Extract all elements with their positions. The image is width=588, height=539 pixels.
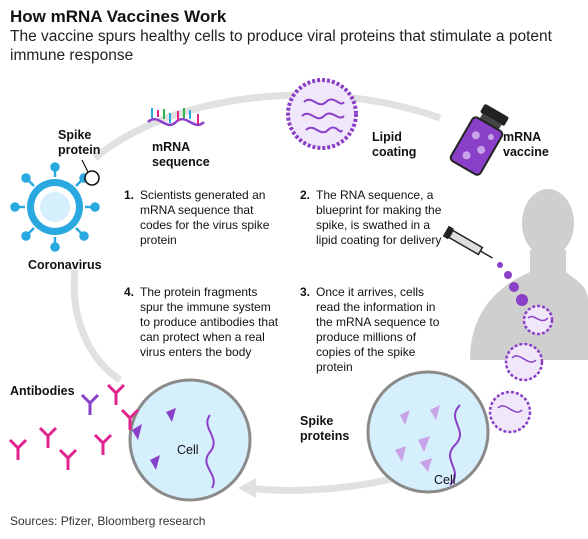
step-3: 3. Once it arrives, cells read the infor…	[300, 285, 450, 375]
step-2-number: 2.	[300, 188, 311, 202]
person-silhouette	[470, 189, 588, 360]
step-4-text: The protein fragments spur the immune sy…	[140, 285, 279, 359]
step-3-number: 3.	[300, 285, 311, 299]
step-3-text: Once it arrives, cells read the informat…	[316, 285, 440, 374]
syringe-icon	[442, 225, 493, 259]
step-4: 4. The protein fragments spur the immune…	[124, 285, 284, 360]
left-cell	[128, 378, 252, 502]
spike-callout-line	[81, 159, 89, 173]
lipid-coating-label: Lipid coating	[372, 130, 417, 159]
cycle-arrow-bottom	[249, 474, 396, 494]
spike-callout-circle	[84, 170, 100, 186]
vaccine-droplets	[497, 262, 528, 306]
antibodies-icon	[8, 383, 140, 470]
mrna-strand-icon	[147, 108, 205, 127]
cycle-arrowhead	[238, 478, 256, 498]
step-1-number: 1.	[124, 188, 135, 202]
right-cell-label: Cell	[434, 473, 456, 487]
coronavirus-label: Coronavirus	[28, 258, 102, 272]
mrna-sequence-label: mRNA sequence	[152, 140, 210, 169]
spike-protein-label: Spike protein	[58, 128, 101, 157]
cycle-arrow-left	[70, 269, 122, 383]
lipid-coating-icon	[286, 78, 358, 150]
step-1-text: Scientists generated an mRNA sequence th…	[140, 188, 270, 247]
step-2: 2. The RNA sequence, a blueprint for mak…	[300, 188, 450, 248]
page-subtitle: The vaccine spurs healthy cells to produ…	[10, 28, 552, 64]
step-1: 1. Scientists generated an mRNA sequence…	[124, 188, 272, 248]
cycle-arrow-top	[92, 91, 442, 161]
antibodies-label: Antibodies	[10, 384, 75, 398]
spike-proteins-label: Spike proteins	[300, 414, 350, 443]
right-cell	[366, 370, 490, 494]
vaccine-vial-icon	[449, 104, 509, 176]
page-title: How mRNA Vaccines Work	[10, 7, 227, 26]
step-4-number: 4.	[124, 285, 135, 299]
coronavirus-icon	[10, 162, 100, 252]
source-note: Sources: Pfizer, Bloomberg research	[10, 514, 206, 528]
mrna-vaccine-label: mRNA vaccine	[503, 130, 549, 159]
left-cell-label: Cell	[177, 443, 199, 457]
lipid-particles-descending	[488, 304, 554, 434]
step-2-text: The RNA sequence, a blueprint for making…	[316, 188, 442, 247]
